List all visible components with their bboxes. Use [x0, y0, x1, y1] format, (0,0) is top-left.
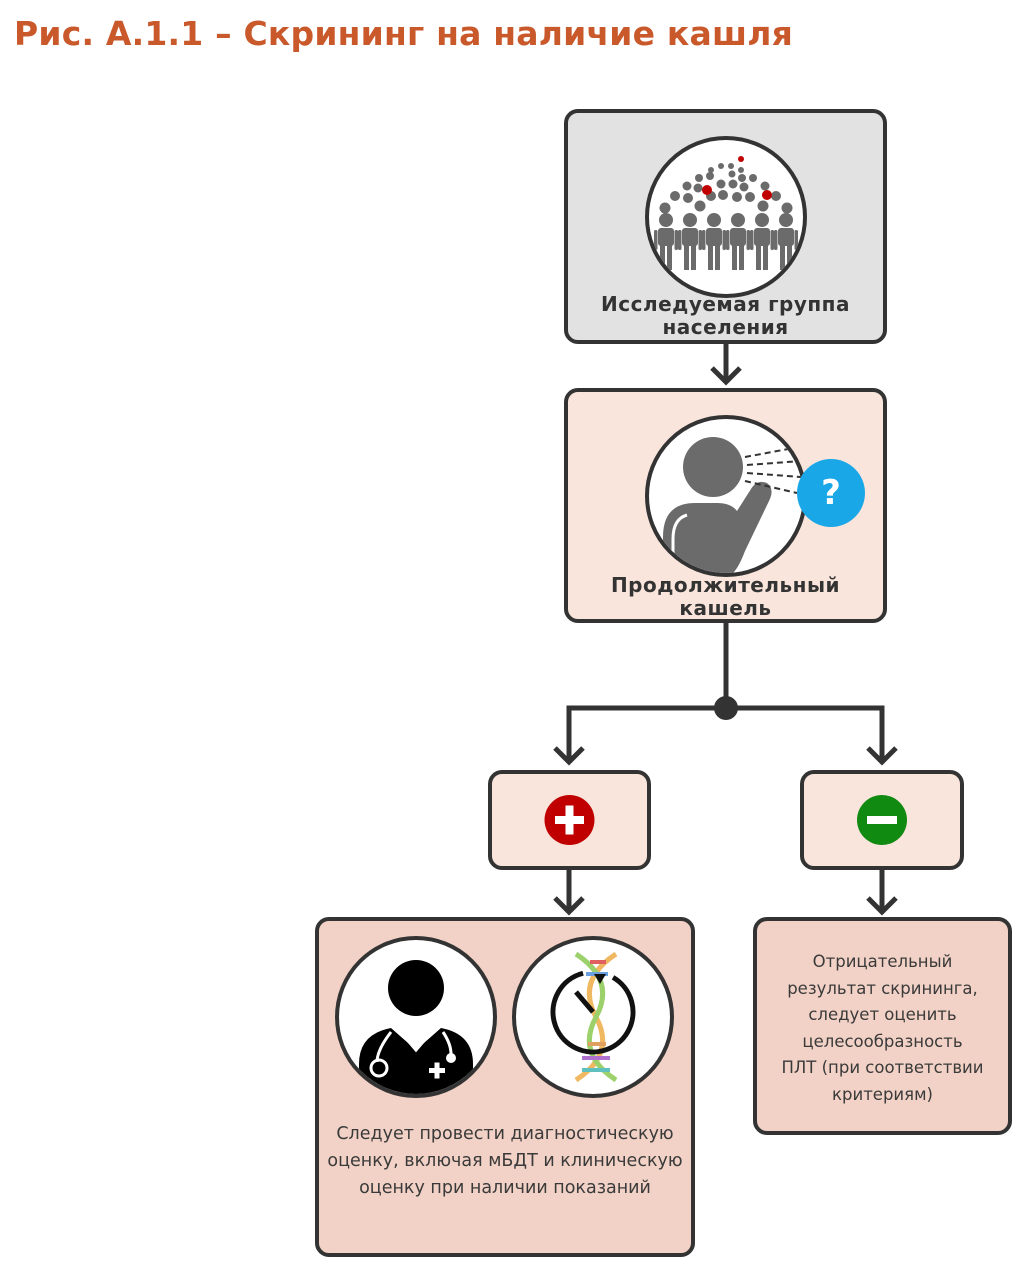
negative-outcome-box: Отрицательный результат скрининга, следу…	[753, 917, 1012, 1135]
population-label-line2: населения	[662, 315, 789, 339]
arrowhead-icon	[866, 746, 898, 766]
text-line: Следует провести диагностическую	[336, 1124, 674, 1144]
negative-box	[800, 770, 964, 870]
text-line: результат скрининга,	[787, 978, 978, 998]
text-line: Отрицательный	[812, 952, 953, 971]
cough-label-line2: кашель	[679, 596, 772, 620]
highlight-dot	[762, 190, 772, 200]
doctor-icon	[335, 936, 497, 1098]
cough-box: ? Продолжительный кашель	[564, 388, 887, 623]
highlight-dot	[702, 185, 712, 195]
text-line: оценку при наличии показаний	[359, 1178, 651, 1198]
text-line: ПЛТ (при соответствии	[781, 1058, 984, 1077]
coughing-person-icon	[645, 415, 807, 577]
arrowhead-icon	[710, 366, 742, 386]
crowd-icon	[645, 136, 807, 298]
figure-title: Рис. А.1.1 – Скрининг на наличие кашля	[14, 14, 793, 53]
highlight-dot	[738, 156, 744, 162]
text-line: оценку, включая мБДТ и клиническую	[327, 1151, 683, 1171]
question-badge: ?	[797, 459, 865, 527]
junction-dot	[714, 696, 738, 720]
positive-outcome-box: Следует провести диагностическую оценку,…	[315, 917, 695, 1257]
population-box: Исследуемая группа населения	[564, 109, 887, 344]
positive-outcome-text: Следует провести диагностическую оценку,…	[319, 1121, 691, 1202]
plus-icon	[544, 795, 595, 845]
dna-timer-icon	[512, 936, 674, 1098]
arrowhead-icon	[553, 746, 585, 766]
question-icon: ?	[821, 473, 841, 513]
population-label-line1: Исследуемая группа	[601, 292, 850, 316]
positive-box	[488, 770, 651, 870]
arrowhead-icon	[866, 896, 898, 916]
negative-outcome-text: Отрицательный результат скрининга, следу…	[757, 949, 1008, 1108]
minus-icon	[857, 795, 907, 845]
cough-label-line1: Продолжительный	[610, 573, 841, 597]
text-line: целесообразность	[802, 1031, 963, 1051]
text-line: критериям)	[832, 1084, 933, 1104]
text-line: следует оценить	[808, 1005, 957, 1024]
arrowhead-icon	[553, 896, 585, 916]
